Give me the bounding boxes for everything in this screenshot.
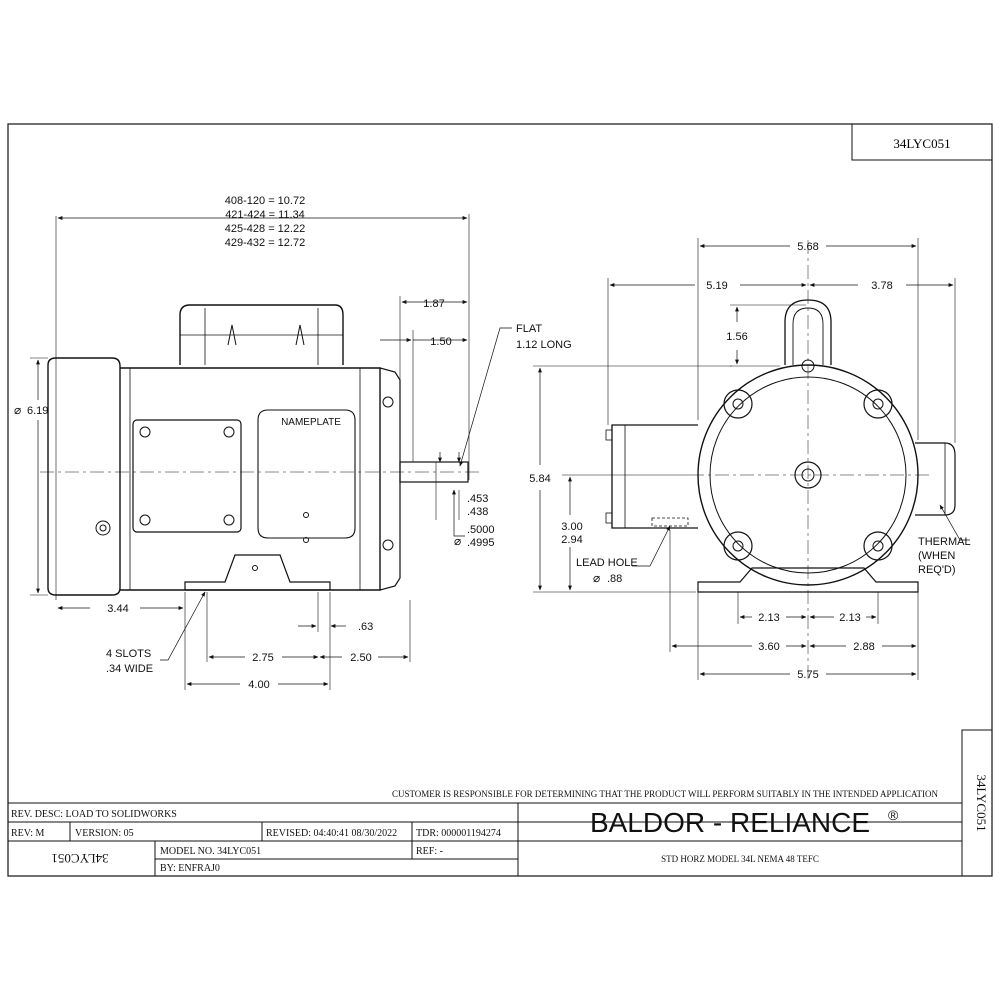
dim-2-13-left: 2.13 <box>758 612 779 624</box>
company-logo-text: BALDOR - RELIANCE <box>590 807 870 838</box>
drawing-number-top: 34LYC051 <box>893 136 950 151</box>
title-block <box>8 729 993 877</box>
dim-5-19: 5.19 <box>706 280 727 292</box>
length-line-3: 425-428 = 12.22 <box>225 223 305 235</box>
end-view <box>533 238 970 680</box>
description: STD HORZ MODEL 34L NEMA 48 TEFC <box>661 854 819 864</box>
by: BY: ENFRAJ0 <box>160 863 220 874</box>
drawing-number-box: 34LYC051 <box>851 123 993 161</box>
model-no: MODEL NO. 34LYC051 <box>160 846 261 857</box>
length-line-4: 429-432 = 12.72 <box>225 237 305 249</box>
lead-hole-label: LEAD HOLE <box>576 557 638 569</box>
ref: REF: - <box>416 846 443 857</box>
diameter-symbol-shaft: ⌀ <box>454 534 461 548</box>
thermal-label-2: (WHEN <box>918 550 955 562</box>
shaft-dia-1: .5000 <box>467 524 495 536</box>
length-line-2: 421-424 = 11.34 <box>225 209 305 221</box>
dim-3-78: 3.78 <box>871 280 892 292</box>
dim-2-13-right: 2.13 <box>839 612 860 624</box>
dim-1-50: 1.50 <box>430 336 451 348</box>
flat-label-1: FLAT <box>516 323 542 335</box>
dim-5-68: 5.68 <box>797 241 818 253</box>
diameter-symbol-lead: ⌀ <box>593 571 600 585</box>
version: VERSION: 05 <box>75 828 134 839</box>
tdr: TDR: 000001194274 <box>416 828 501 839</box>
slots-label-1: 4 SLOTS <box>106 648 151 660</box>
dim-5-84: 5.84 <box>529 473 550 485</box>
revised: REVISED: 04:40:41 08/30/2022 <box>266 828 397 839</box>
dim-453: .453 <box>467 493 488 505</box>
flat-label-2: 1.12 LONG <box>516 339 572 351</box>
dim-438: .438 <box>467 506 488 518</box>
side-view <box>30 214 512 690</box>
shaft-dia-2: .4995 <box>467 537 495 549</box>
dim-2-94: 2.94 <box>561 534 582 546</box>
dim-63: .63 <box>358 621 373 633</box>
lead-hole-dia: .88 <box>607 573 622 585</box>
disclaimer: CUSTOMER IS RESPONSIBLE FOR DETERMINING … <box>392 789 939 799</box>
dim-3-00: 3.00 <box>561 521 582 533</box>
dim-5-75: 5.75 <box>797 669 818 681</box>
rev: REV: M <box>11 828 45 839</box>
sheet-border <box>7 123 993 877</box>
thermal-label-1: THERMAL <box>918 536 971 548</box>
registered-mark: ® <box>888 807 899 823</box>
nameplate-label: NAMEPLATE <box>281 417 341 428</box>
dim-3-44: 3.44 <box>107 603 128 615</box>
dim-3-60: 3.60 <box>758 641 779 653</box>
thermal-label-3: REQ'D) <box>918 564 956 576</box>
dim-1-87: 1.87 <box>423 298 444 310</box>
rev-desc: REV. DESC: LOAD TO SOLIDWORKS <box>11 809 177 820</box>
drawing-number-mirrored: 34LYC051 <box>51 851 108 866</box>
dim-2-88: 2.88 <box>853 641 874 653</box>
slots-label-2: .34 WIDE <box>106 663 153 675</box>
length-line-1: 408-120 = 10.72 <box>225 195 305 207</box>
diameter-symbol-6-19: ⌀ <box>14 403 21 417</box>
dim-6-19: 6.19 <box>27 405 48 417</box>
dim-1-56: 1.56 <box>726 331 747 343</box>
dim-4-00: 4.00 <box>248 679 269 691</box>
dim-2-50: 2.50 <box>350 652 371 664</box>
dim-2-75: 2.75 <box>252 652 273 664</box>
drawing-number-side: 34LYC051 <box>974 774 989 831</box>
